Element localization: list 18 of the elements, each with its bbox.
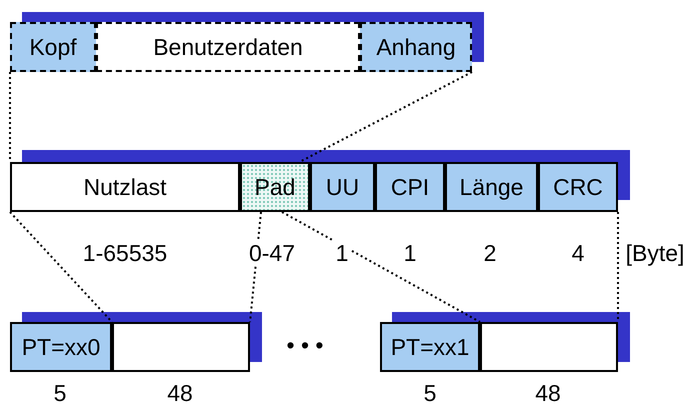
trailer-field: CPI — [375, 162, 445, 212]
dotted-connector — [617, 212, 619, 322]
header-field: Kopf — [10, 22, 96, 72]
padding-field: Pad — [240, 162, 310, 212]
trailer-field: UU — [310, 162, 375, 212]
cell-payload-field — [480, 322, 618, 372]
dotted-connector — [282, 211, 480, 323]
payload-field: Nutzlast — [10, 162, 240, 212]
cell-header-field: PT=xx0 — [10, 322, 112, 372]
dotted-connector — [299, 71, 472, 163]
trailer-field: Anhang — [360, 22, 472, 72]
cell-payload-field — [112, 322, 250, 372]
dotted-connector — [9, 211, 113, 323]
trailer-field: Länge — [445, 162, 538, 212]
payload-field: Benutzerdaten — [96, 22, 360, 72]
dotted-connector — [9, 72, 11, 162]
cell-header-field: PT=xx1 — [380, 322, 480, 372]
trailer-field: CRC — [538, 162, 618, 212]
